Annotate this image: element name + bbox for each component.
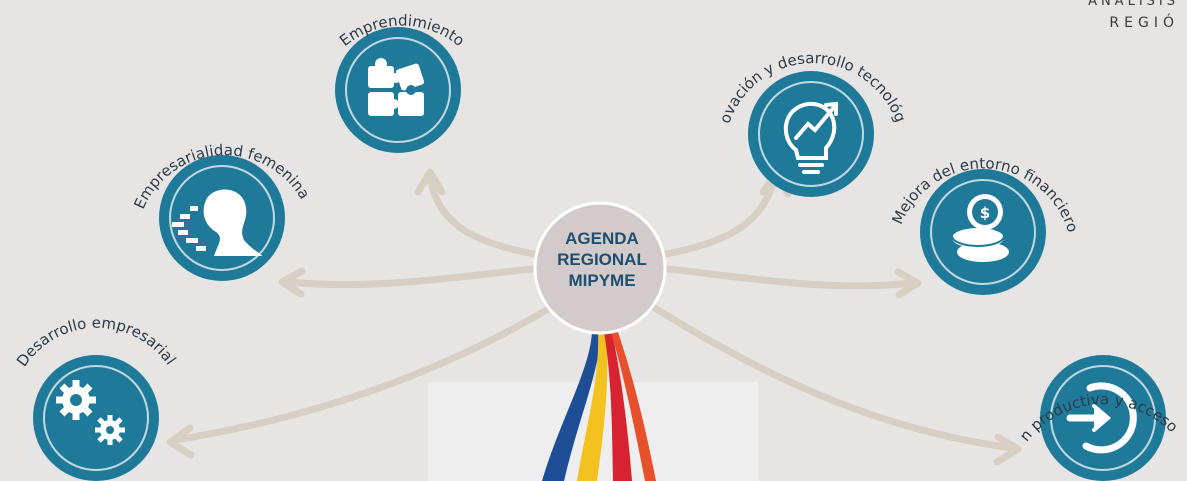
node-emprendimiento <box>335 27 461 153</box>
arrow-to-empresarialidad <box>284 264 544 289</box>
center-circle <box>533 201 667 335</box>
woman-profile-icon <box>172 189 262 256</box>
arrowheads <box>166 168 1022 466</box>
header-title-line2: REGIÓ <box>1109 15 1179 31</box>
arrow-to-innovacion <box>641 174 779 262</box>
node-innovacion <box>748 71 874 197</box>
node-desarrollo <box>33 355 159 481</box>
node-financiero: $ <box>920 169 1046 295</box>
header-title-line1: ANÁLISIS <box>1088 0 1179 9</box>
center-label: AGENDA REGIONAL MIPYME <box>537 228 667 291</box>
arrow-to-articulacion <box>646 301 1016 452</box>
puzzle-icon <box>368 58 425 116</box>
center-label-line1: AGENDA <box>565 229 639 248</box>
arrow-to-desarrollo <box>171 301 559 444</box>
coins-icon: $ <box>951 194 1009 262</box>
node-articulacion <box>1040 355 1166 481</box>
center-label-line2: REGIONAL <box>557 250 647 269</box>
ribbons <box>542 332 656 481</box>
arrow-to-emprendimiento <box>426 174 559 262</box>
gears-icon <box>56 380 125 445</box>
lightbulb-growth-icon <box>783 101 838 174</box>
arrow-to-financiero <box>656 264 916 290</box>
entry-arrow-icon <box>1066 382 1137 454</box>
arrows <box>171 174 1016 452</box>
center-label-line3: MIPYME <box>568 271 636 290</box>
svg-text:$: $ <box>980 204 990 222</box>
node-empresarialidad <box>159 155 285 281</box>
